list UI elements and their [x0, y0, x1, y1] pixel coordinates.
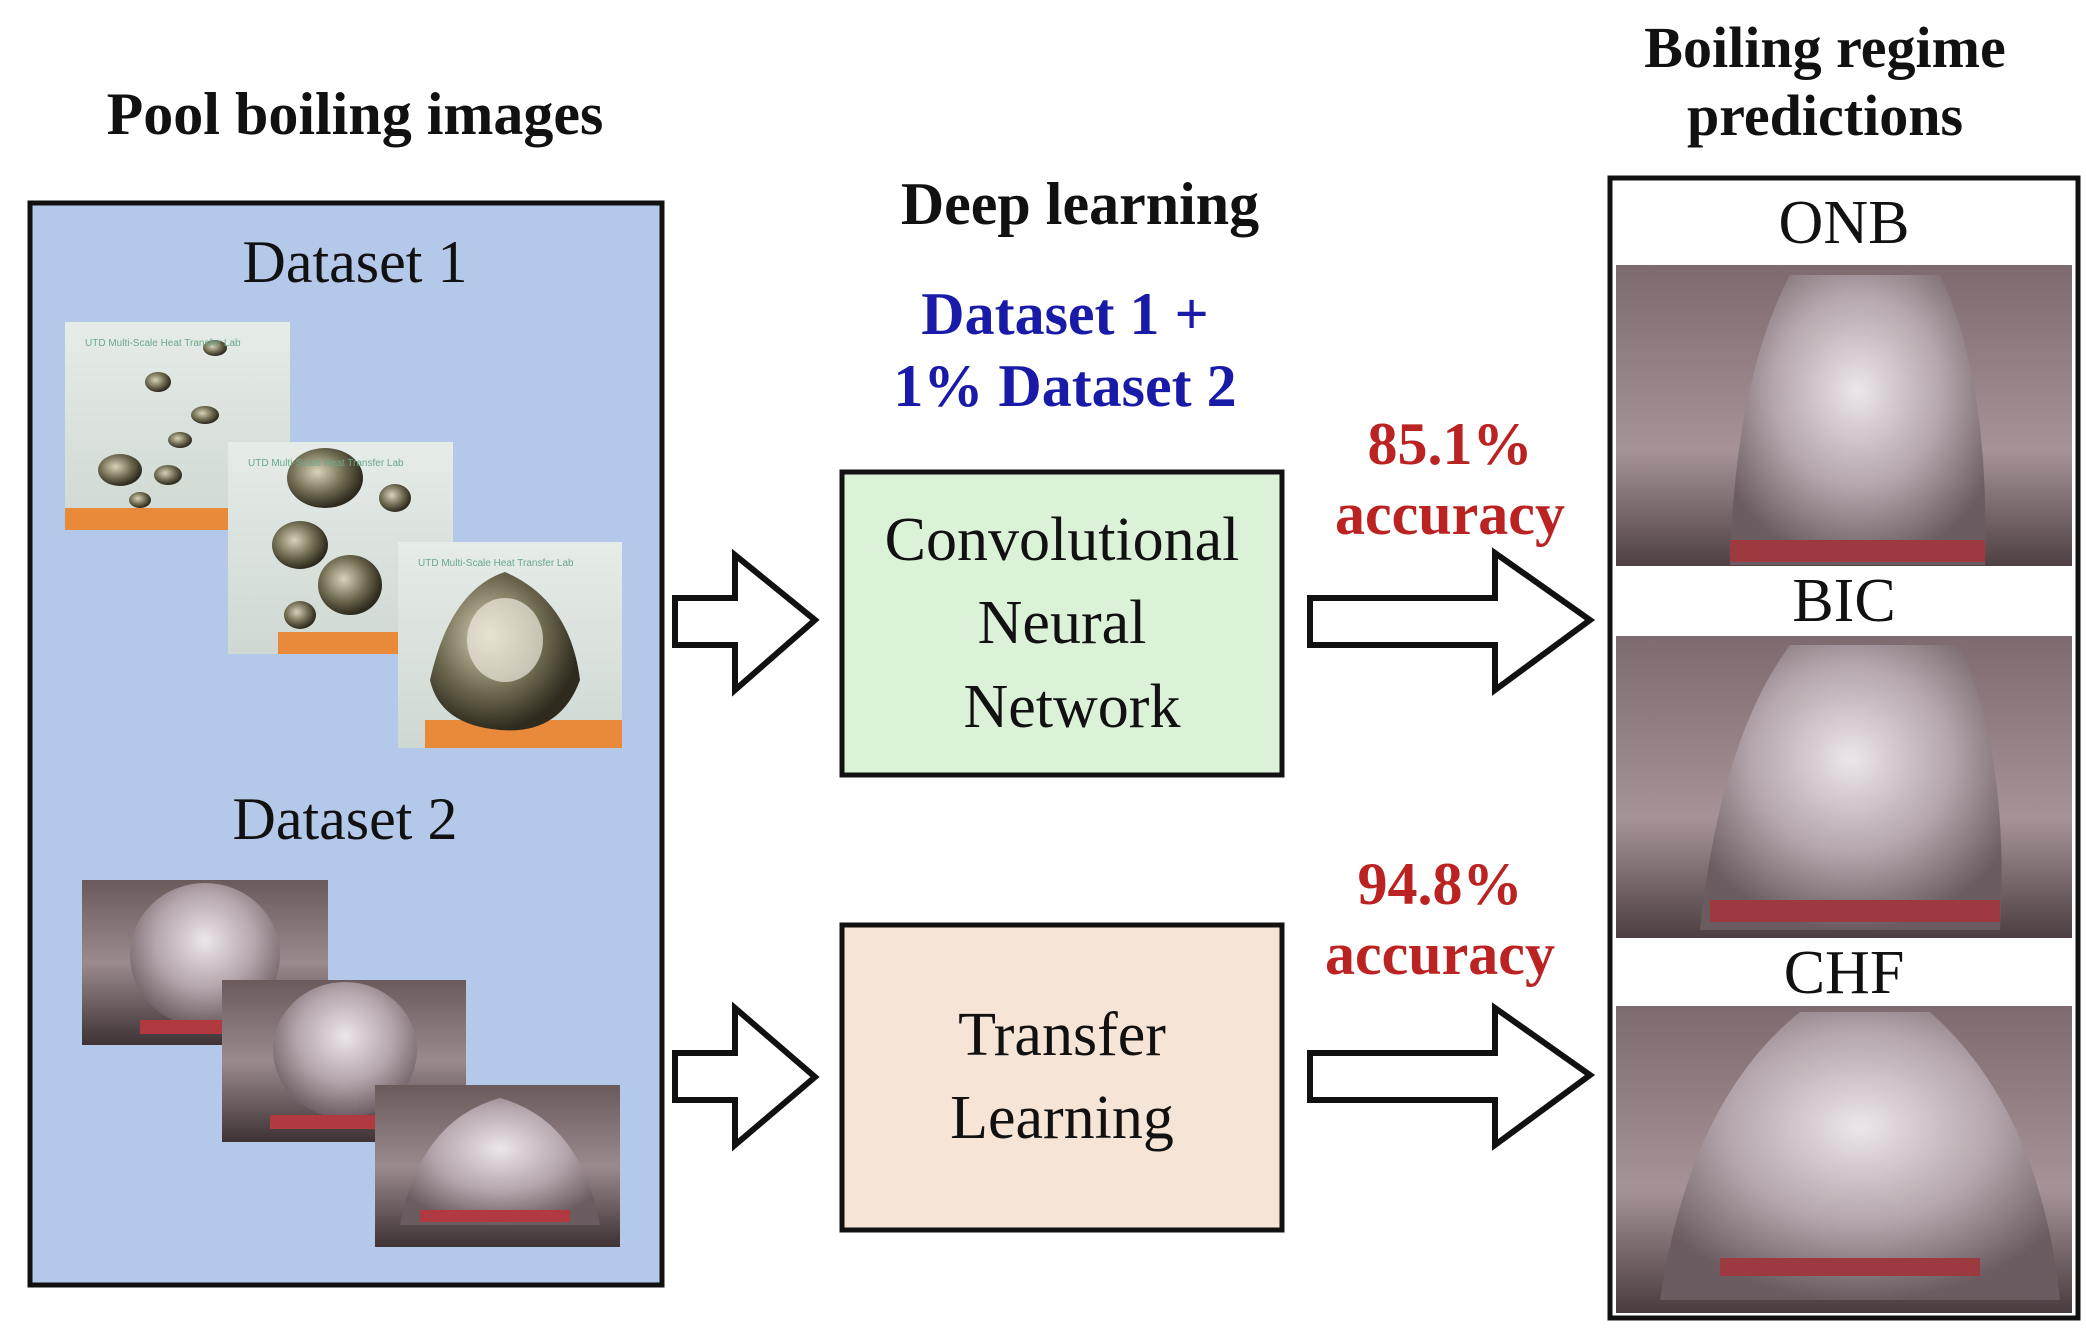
- onb-image: [1616, 265, 2072, 573]
- deep-learning-header: Deep learning: [900, 171, 1260, 237]
- cnn-label-line3: Network: [963, 673, 1181, 741]
- dataset2-image-3: [375, 1085, 620, 1247]
- transfer-learning-box: [839, 922, 1285, 1233]
- output-arrow-bottom: [1307, 1002, 1596, 1151]
- cnn-label-line1: Convolutional: [884, 506, 1240, 574]
- input-arrow-top: [672, 548, 820, 697]
- output-arrow-top: [1307, 547, 1596, 696]
- watermark-1: UTD Multi-Scale Heat Transfer Lab: [85, 338, 241, 349]
- dataset1-image-3: [398, 542, 622, 748]
- watermark-3: UTD Multi-Scale Heat Transfer Lab: [418, 558, 574, 569]
- watermark-2: UTD Multi-Scale Heat Transfer Lab: [248, 458, 404, 469]
- regime-label-chf: CHF: [1616, 938, 2072, 1007]
- dataset-combo-line1: Dataset 1 +: [921, 281, 1209, 347]
- accuracy-top-word: accuracy: [1335, 481, 1565, 547]
- cnn-box: [839, 469, 1285, 778]
- transfer-label-line2: Learning: [950, 1084, 1174, 1152]
- predictions-header-line2: predictions: [1686, 83, 1964, 148]
- accuracy-top-value: 85.1%: [1367, 411, 1533, 477]
- input-arrow-bottom: [672, 1001, 820, 1152]
- bic-image: [1616, 634, 2072, 942]
- chf-image: [1616, 1003, 2072, 1313]
- pool-boiling-header: Pool boiling images: [106, 81, 604, 147]
- regime-label-bic: BIC: [1616, 566, 2072, 636]
- cnn-label-line2: Neural: [977, 589, 1147, 657]
- accuracy-bottom-word: accuracy: [1325, 921, 1555, 987]
- accuracy-bottom-value: 94.8%: [1357, 851, 1523, 917]
- regime-label-onb: ONB: [1778, 189, 1910, 257]
- dataset-combo-line2: 1% Dataset 2: [893, 353, 1237, 419]
- transfer-label-line1: Transfer: [958, 1001, 1166, 1069]
- dataset1-label: Dataset 1: [242, 229, 468, 295]
- predictions-header-line1: Boiling regime: [1644, 15, 2006, 80]
- dataset2-label: Dataset 2: [232, 786, 458, 852]
